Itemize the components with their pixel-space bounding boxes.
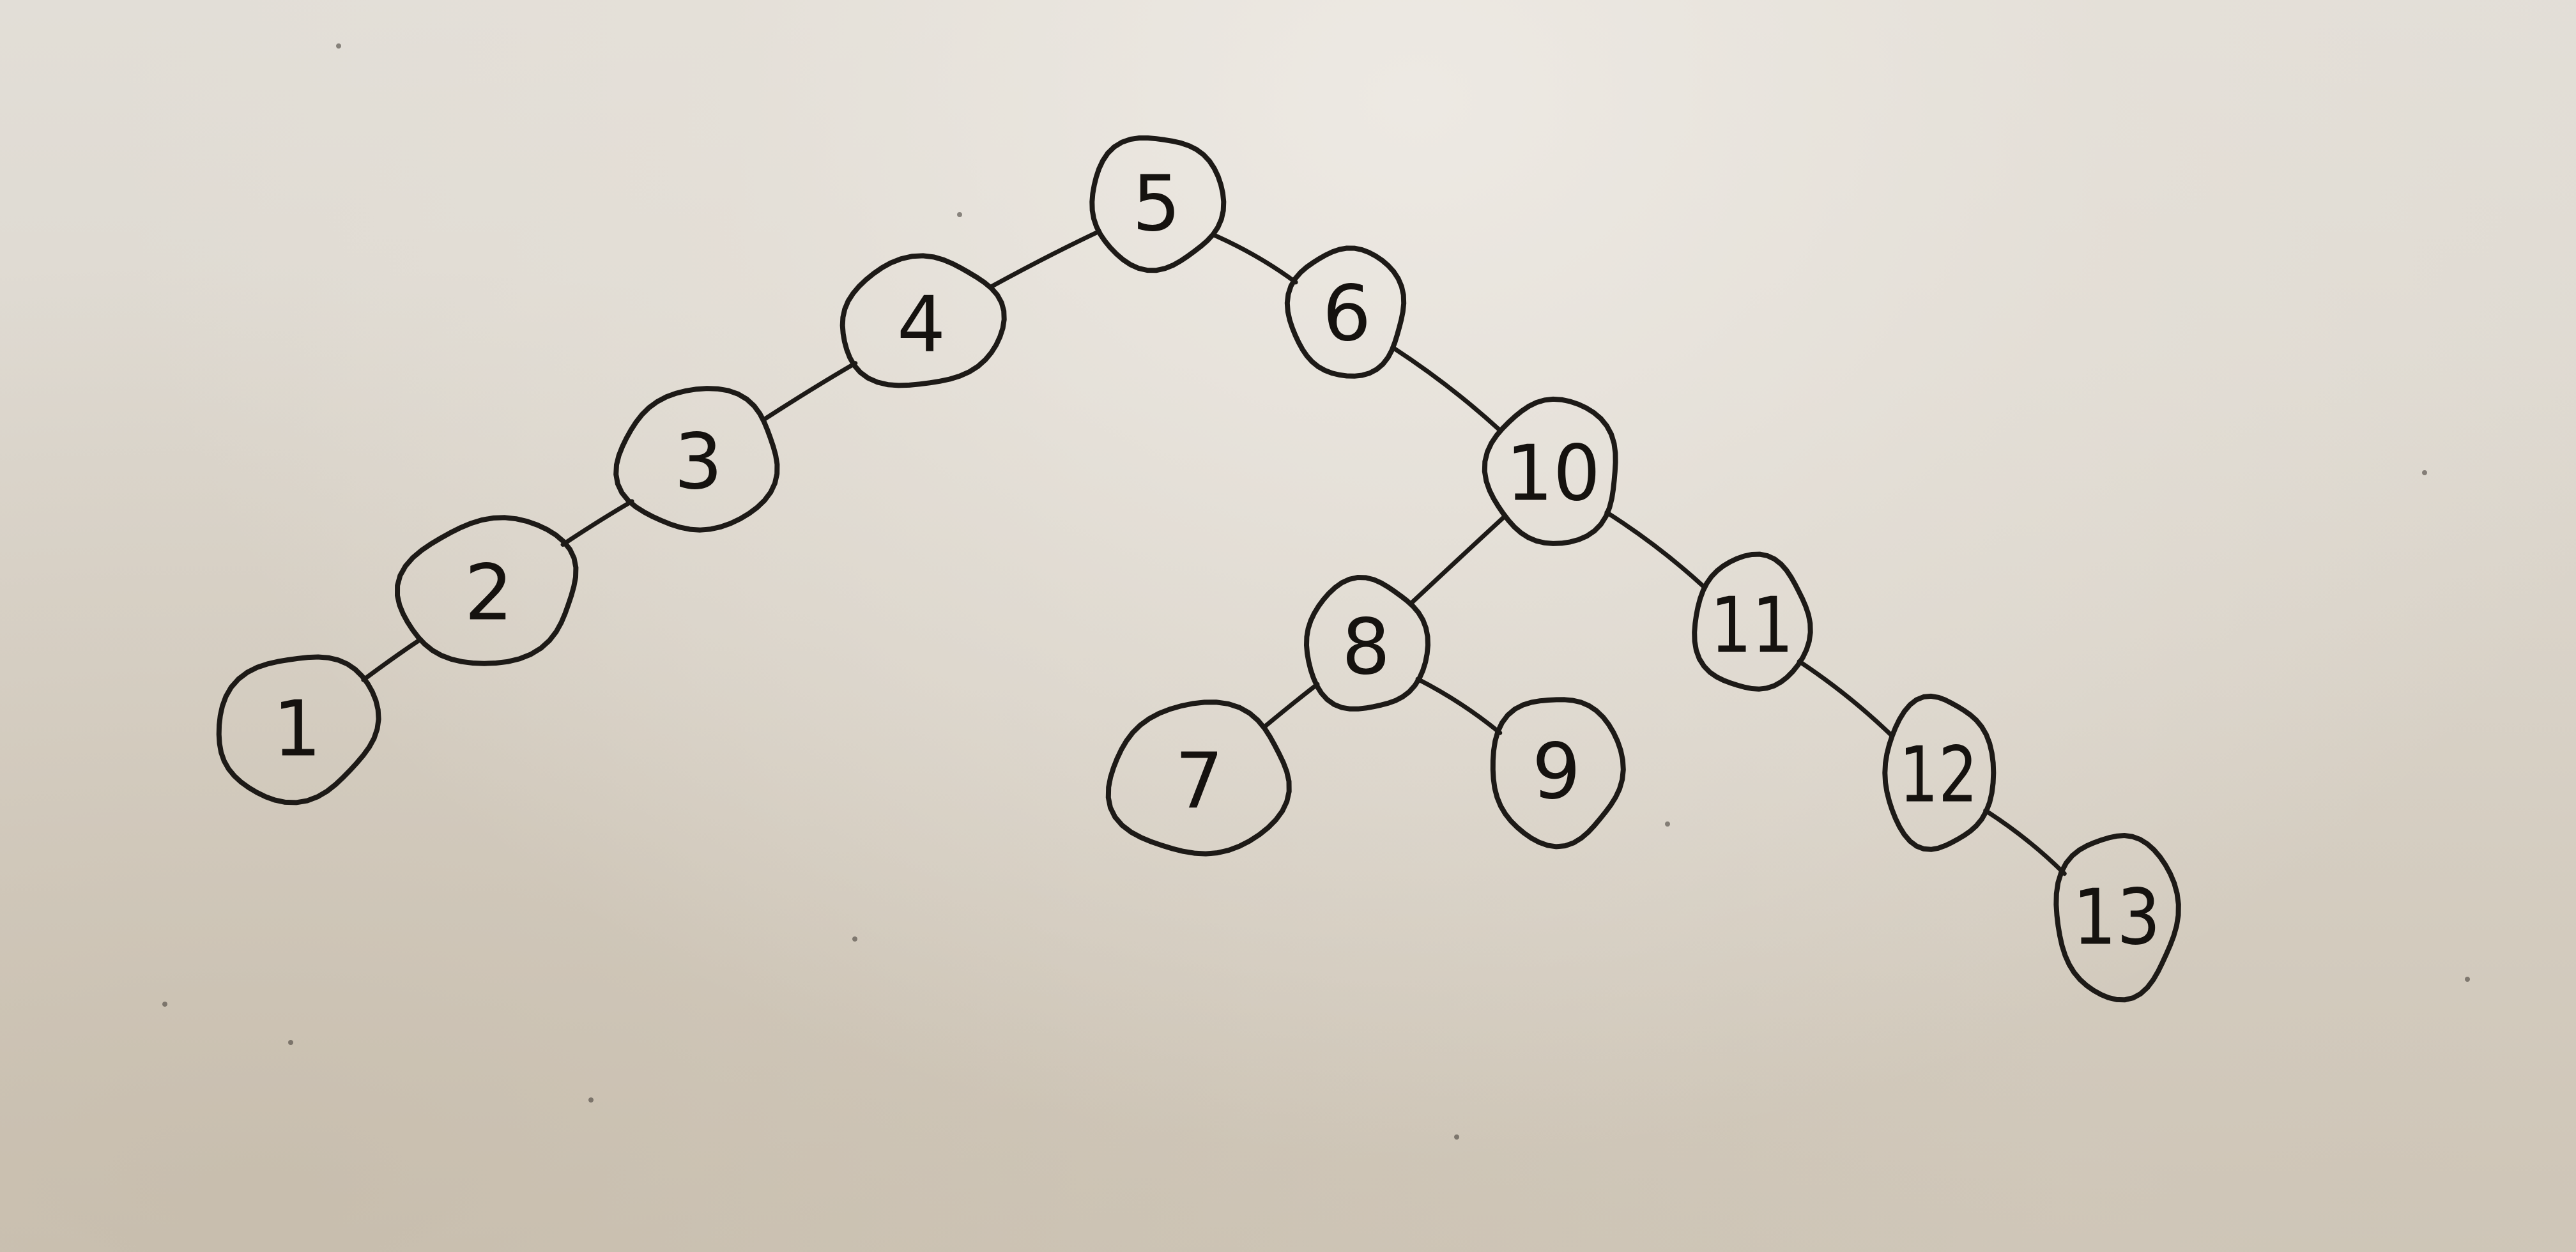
node-10: 10 <box>1482 396 1618 546</box>
node-2-circle <box>395 515 579 666</box>
node-10-label: 10 <box>1506 430 1600 519</box>
tree-edges <box>361 229 2067 876</box>
node-1: 1 <box>216 654 381 805</box>
edge-6-10 <box>1392 346 1502 432</box>
node-6: 6 <box>1284 245 1407 379</box>
whiteboard-speck <box>2465 977 2470 982</box>
node-11-circle <box>1692 551 1813 692</box>
node-13: 13 <box>2053 833 2181 1003</box>
node-2: 2 <box>395 515 579 666</box>
node-7: 7 <box>1105 699 1292 857</box>
whiteboard-speck <box>288 1040 293 1045</box>
node-1-label: 1 <box>273 685 321 774</box>
node-4-label: 4 <box>897 281 946 370</box>
node-6-circle <box>1284 245 1407 379</box>
node-5: 5 <box>1089 135 1227 273</box>
node-11-label: 11 <box>1710 582 1794 671</box>
whiteboard-specks <box>162 43 2470 1140</box>
node-9-label: 9 <box>1532 728 1581 817</box>
node-12-circle <box>1882 693 1997 852</box>
whiteboard-speck <box>162 1002 167 1007</box>
edge-8-9 <box>1415 676 1503 735</box>
node-7-circle <box>1105 699 1292 857</box>
edge-4-3 <box>762 361 858 422</box>
node-2-label: 2 <box>464 549 513 638</box>
node-8-label: 8 <box>1342 604 1390 692</box>
node-5-label: 5 <box>1132 160 1181 249</box>
whiteboard-speck <box>336 43 341 49</box>
whiteboard-speck <box>852 936 857 942</box>
edge-5-4 <box>988 229 1100 289</box>
edge-11-12 <box>1797 659 1894 738</box>
node-3-label: 3 <box>674 418 723 507</box>
node-13-circle <box>2053 833 2181 1003</box>
node-3-circle <box>613 386 780 533</box>
whiteboard-speck <box>1454 1134 1459 1140</box>
whiteboard-speck <box>957 212 962 217</box>
whiteboard-speck <box>1665 821 1670 827</box>
node-7-label: 7 <box>1175 738 1223 827</box>
edge-10-8 <box>1409 515 1506 605</box>
edge-2-1 <box>361 638 420 682</box>
edge-5-6 <box>1211 233 1298 285</box>
whiteboard-speck <box>2422 470 2427 475</box>
node-8: 8 <box>1304 575 1430 712</box>
node-12: 12 <box>1882 693 1997 852</box>
node-9: 9 <box>1490 697 1626 850</box>
node-9-circle <box>1490 697 1626 850</box>
node-3: 3 <box>613 386 780 533</box>
edge-12-13 <box>1983 808 2067 876</box>
node-11: 11 <box>1692 551 1813 692</box>
edge-10-11 <box>1604 510 1706 589</box>
node-10-circle <box>1482 396 1618 546</box>
node-4: 4 <box>839 253 1007 388</box>
edge-3-2 <box>560 499 634 547</box>
node-5-circle <box>1089 135 1227 273</box>
node-12-label: 12 <box>1899 731 1977 820</box>
node-4-circle <box>839 253 1007 388</box>
node-6-label: 6 <box>1322 270 1371 359</box>
edge-8-7 <box>1262 682 1320 729</box>
node-1-circle <box>216 654 381 805</box>
node-13-label: 13 <box>2073 874 2161 963</box>
whiteboard-speck <box>588 1097 594 1103</box>
node-8-circle <box>1304 575 1430 712</box>
